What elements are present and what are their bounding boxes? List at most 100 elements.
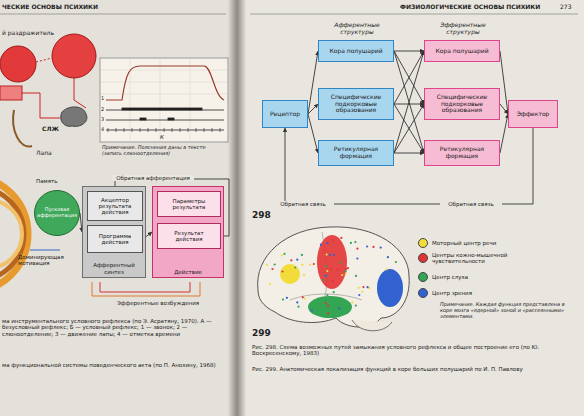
- node-text: Эффектор: [517, 111, 550, 118]
- process-box: Кора полушарий: [318, 40, 394, 62]
- scattered-dot: [358, 287, 360, 289]
- record-marks: [106, 108, 224, 130]
- tick: [156, 128, 157, 132]
- process-box: Акцептор результата действия: [87, 191, 143, 221]
- scattered-dot: [356, 257, 358, 259]
- group-box: Афферентный синтезАкцептор результата де…: [82, 186, 146, 278]
- scattered-dot: [282, 298, 284, 300]
- header-rule: [0, 14, 226, 15]
- brain-sulcus: [290, 232, 362, 300]
- legend-row: Моторный центр речи: [418, 238, 558, 248]
- connector-arrow: [394, 51, 424, 153]
- tick: [220, 128, 221, 132]
- text-label: ма инструментального условного рефлекса …: [2, 318, 226, 337]
- text-label: Примечание. Каждая функция представлена …: [440, 302, 576, 319]
- scattered-dot: [327, 305, 329, 307]
- scattered-dot: [350, 242, 352, 244]
- chart-grid: [100, 58, 228, 142]
- scattered-dot: [356, 248, 358, 250]
- text-label: ЧЕСКИЕ ОСНОВЫ ПСИХИКИ: [2, 4, 132, 11]
- text-label: Афферентные структуры: [322, 22, 392, 36]
- scattered-dot: [281, 254, 283, 256]
- process-circle: Пусковая афферентация: [34, 190, 80, 236]
- tick: [164, 128, 165, 132]
- record-chart: [100, 58, 228, 142]
- scattered-dot: [327, 312, 329, 314]
- scattered-dot: [367, 286, 369, 288]
- scattered-dot: [266, 264, 268, 266]
- process-box: Специфические подкорковые образования: [424, 88, 500, 120]
- tick: [108, 128, 109, 132]
- scattered-dot: [301, 264, 303, 266]
- brain-zone: [317, 235, 347, 289]
- scattered-dot: [372, 246, 374, 248]
- node-text: Кора полушарий: [329, 48, 382, 55]
- scattered-dot: [332, 239, 334, 241]
- scattered-dot: [345, 270, 347, 272]
- effector-box: Эффектор: [508, 100, 558, 128]
- legend-swatch: [418, 272, 428, 282]
- scattered-dot: [339, 261, 341, 263]
- scattered-dot: [269, 283, 271, 285]
- scattered-dot: [387, 256, 389, 258]
- text-label: Память: [36, 178, 76, 184]
- brain-zone: [280, 264, 300, 284]
- scattered-dot: [338, 301, 340, 303]
- text-label: ФИЗИОЛОГИЧЕСКИЕ ОСНОВЫ ПСИХИКИ: [400, 4, 550, 11]
- scattered-dot: [320, 244, 322, 246]
- node-text: Результат действия: [161, 230, 217, 243]
- text-label: Рис. 299. Анатомическая локализация функ…: [252, 366, 578, 372]
- scattered-dot: [395, 261, 397, 263]
- scattered-dot: [296, 301, 298, 303]
- tick: [180, 128, 181, 132]
- scattered-dot: [338, 307, 340, 309]
- scattered-dot: [301, 254, 303, 256]
- scattered-dot: [366, 245, 368, 247]
- scattered-dot: [329, 254, 331, 256]
- tick: [188, 128, 189, 132]
- scattered-dot: [303, 274, 305, 276]
- process-box: Результат действия: [157, 223, 221, 249]
- brain-zone: [377, 269, 403, 307]
- tick: [140, 128, 141, 132]
- node-text: Ретикулярная формация: [322, 146, 390, 160]
- legend-row: Центр зрения: [418, 288, 558, 298]
- node-text: Ретикулярная формация: [428, 146, 496, 160]
- node-text: Параметры результата: [161, 198, 217, 211]
- text-label: К: [160, 134, 168, 140]
- legend-swatch: [418, 253, 428, 263]
- connector-arrow: [394, 51, 424, 104]
- brain-zone: [308, 296, 352, 318]
- text-label: Обратная афферентация: [112, 175, 194, 181]
- scattered-dot: [325, 302, 327, 304]
- scattered-dot: [354, 241, 356, 243]
- text-label: Доминирующая мотивация: [18, 254, 78, 267]
- legend-swatch: [418, 288, 428, 298]
- connector-arrow: [500, 114, 508, 153]
- connector-arrow: [394, 51, 424, 52]
- scattered-dot: [340, 237, 342, 239]
- text-label: Обратная связь: [272, 201, 334, 207]
- text-label: Примечание. Пояснения даны в тексте (зап…: [102, 145, 226, 157]
- arc-band: [0, 176, 28, 292]
- scattered-dot: [326, 254, 328, 256]
- header-rule: [250, 14, 578, 15]
- scattered-dot: [341, 274, 343, 276]
- nerve-line: [74, 78, 86, 108]
- legend-text: Центр слуха: [432, 274, 468, 280]
- scattered-dot: [290, 259, 292, 261]
- process-box: Ретикулярная формация: [424, 140, 500, 166]
- gutter: [228, 0, 246, 416]
- legend-row: Центр слуха: [418, 272, 558, 282]
- text-label: Рис. 298. Схема возможных путей замыкани…: [252, 344, 578, 357]
- scattered-dot: [309, 264, 311, 266]
- process-box: Специфические подкорковые образования: [318, 88, 394, 120]
- scattered-dot: [294, 266, 296, 268]
- path-line: [36, 58, 52, 62]
- legend-text: Центр зрения: [432, 290, 472, 296]
- scattered-dot: [361, 291, 363, 293]
- scattered-dot: [385, 268, 387, 270]
- node-text: Акцептор результата действия: [91, 197, 139, 216]
- text-label: Эфферентные структуры: [428, 22, 498, 36]
